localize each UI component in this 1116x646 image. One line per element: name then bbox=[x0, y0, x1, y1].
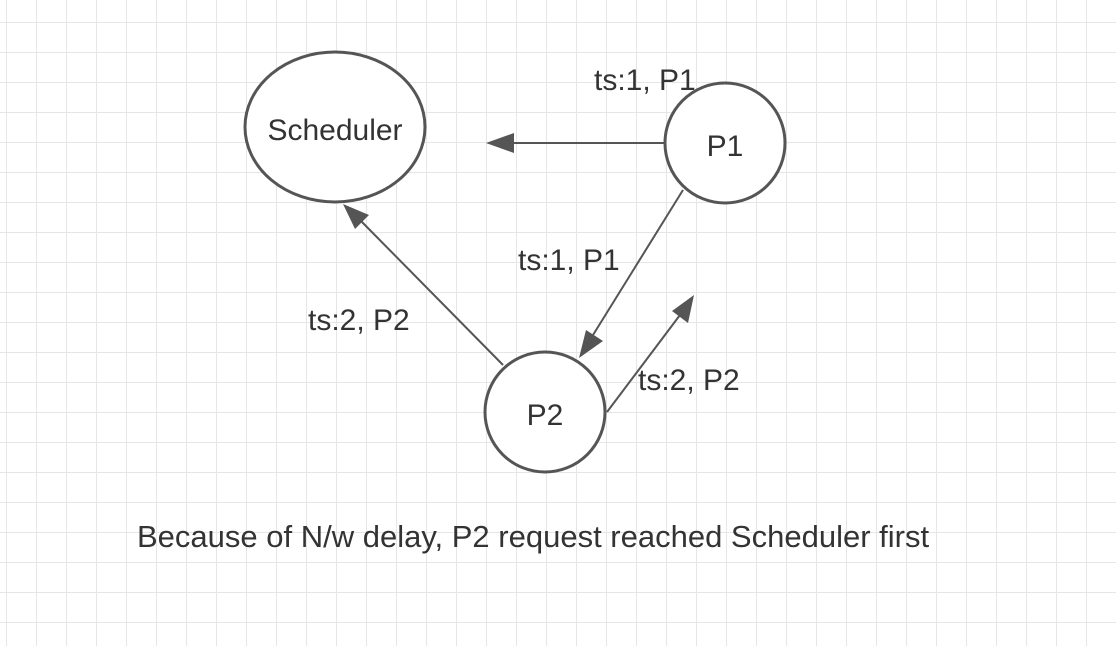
node-scheduler[interactable]: Scheduler bbox=[243, 50, 427, 204]
node-p1[interactable]: P1 bbox=[663, 81, 787, 205]
edge-label-p2-to-p1: ts:2, P2 bbox=[638, 364, 740, 397]
edge-label-p2-to-scheduler: ts:2, P2 bbox=[308, 304, 410, 337]
edge-p2-to-scheduler[interactable] bbox=[343, 204, 504, 366]
arrowhead-icon bbox=[486, 133, 514, 153]
edge-p1-to-scheduler[interactable] bbox=[486, 133, 664, 153]
edge-label-p1-to-scheduler: ts:1, P1 bbox=[594, 64, 696, 97]
edge-p2-to-p1[interactable] bbox=[606, 295, 694, 413]
node-p1-label: P1 bbox=[707, 130, 744, 163]
arrowhead-icon bbox=[343, 204, 369, 229]
arrowhead-icon bbox=[579, 330, 603, 358]
node-p2-label: P2 bbox=[527, 399, 564, 432]
edge-label-p1-to-p2: ts:1, P1 bbox=[518, 244, 620, 277]
diagram-caption: Because of N/w delay, P2 request reached… bbox=[137, 519, 929, 554]
arrowhead-icon bbox=[672, 295, 694, 323]
node-p2[interactable]: P2 bbox=[483, 350, 607, 474]
edge-p1-to-p2[interactable] bbox=[579, 189, 684, 358]
node-scheduler-label: Scheduler bbox=[267, 114, 402, 147]
